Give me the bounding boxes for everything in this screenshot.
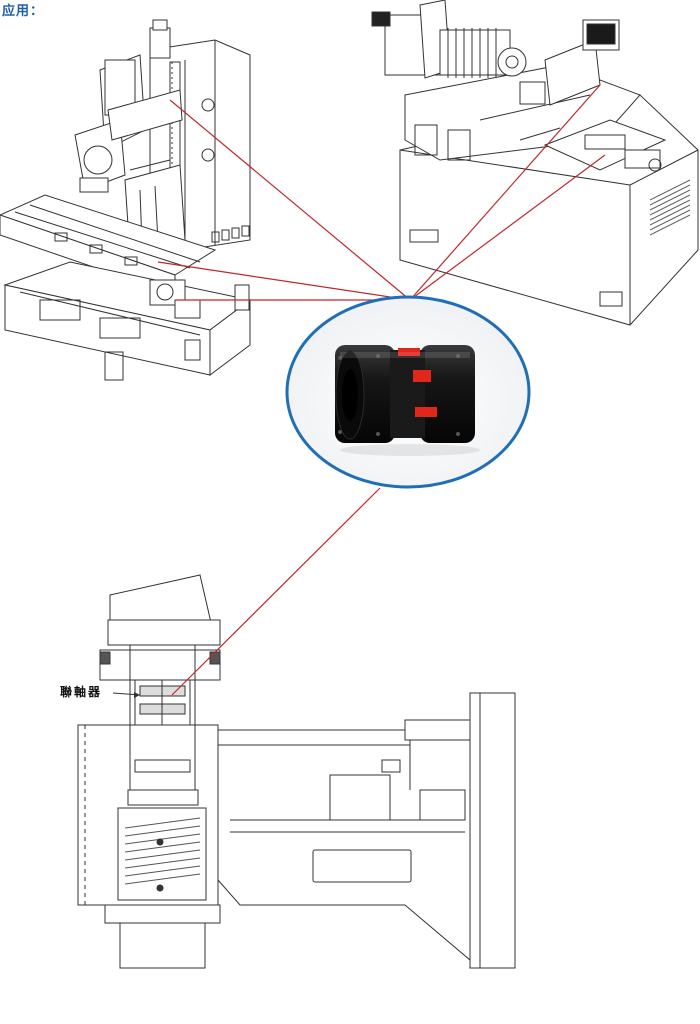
connector-line-lathe-z-axis — [409, 84, 601, 301]
spider-tooth — [415, 407, 437, 417]
vertical-machining-center-drawing — [0, 19, 252, 381]
connector-line-spindle — [171, 487, 381, 696]
spider-tooth — [398, 348, 420, 356]
cnc-lathe-drawing — [371, 0, 699, 326]
section-title: 应用： — [2, 4, 45, 19]
callout-arrow — [134, 692, 140, 698]
connector-line-vmc-x-axis — [157, 261, 411, 301]
spider-tooth — [413, 370, 431, 382]
connector-lines — [157, 84, 606, 696]
coupling-callout-label: 聯軸器 — [60, 685, 103, 699]
spindle-section-drawing — [77, 574, 516, 969]
connector-line-lathe-x-axis — [409, 154, 606, 301]
connector-line-vmc-z-axis — [169, 99, 411, 301]
jaw-coupling-photo — [285, 295, 531, 489]
